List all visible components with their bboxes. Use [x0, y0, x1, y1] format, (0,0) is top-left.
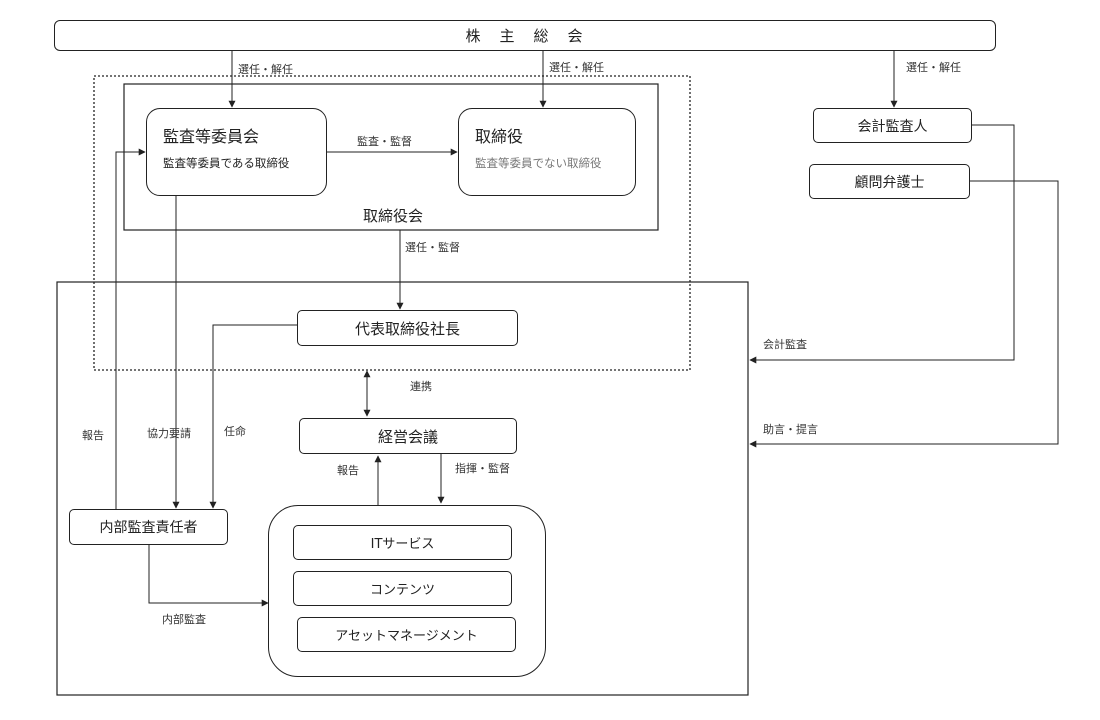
directors-box: 取締役 監査等委員でない取締役 [458, 108, 636, 196]
division-contents-label: コンテンツ [369, 583, 435, 598]
edge-label-appoint-dismiss-1: 選任・解任 [238, 63, 293, 76]
division-asset-management-label: アセットマネージメント [335, 629, 478, 644]
division-asset-management: アセットマネージメント [297, 617, 516, 652]
audit-committee-subtitle: 監査等委員である取締役 [163, 156, 290, 170]
arrow-appointment [209, 324, 297, 509]
division-it-services-label: ITサービス [370, 537, 435, 552]
company-frame [56, 281, 749, 696]
edge-label-internal-audit: 内部監査 [162, 613, 206, 626]
internal-audit-head-box: 内部監査責任者 [69, 509, 228, 545]
management-meeting-box: 経営会議 [299, 418, 517, 454]
arrow-internal-audit [148, 545, 269, 607]
arrow-advice-proposal [749, 180, 1059, 448]
board-inner-frame [123, 83, 659, 231]
edge-label-advice-proposal: 助言・提言 [763, 423, 818, 436]
board-label: 取締役会 [363, 207, 424, 225]
division-contents: コンテンツ [293, 571, 512, 606]
edge-label-report-1: 報告 [82, 429, 104, 442]
shareholders-meeting-label: 株 主 総 会 [465, 27, 585, 45]
edge-label-appoint-dismiss-3: 選任・解任 [906, 61, 961, 74]
directors-title: 取締役 [475, 127, 524, 146]
edge-label-audit-supervise: 監査・監督 [357, 135, 412, 148]
edge-label-appointment: 任命 [224, 425, 246, 438]
edge-label-direct-supervise: 指揮・監督 [455, 462, 510, 475]
directors-subtitle: 監査等委員でない取締役 [475, 156, 602, 170]
edge-label-accounting-audit: 会計監査 [763, 338, 807, 351]
edge-label-report-2: 報告 [337, 464, 359, 477]
legal-advisor-label: 顧問弁護士 [854, 174, 925, 191]
internal-audit-head-label: 内部監査責任者 [99, 520, 198, 536]
accounting-auditor-box: 会計監査人 [813, 108, 972, 143]
accounting-auditor-label: 会計監査人 [857, 118, 928, 135]
legal-advisor-box: 顧問弁護士 [809, 164, 970, 199]
arrow-report-to-audit-committee [115, 148, 146, 509]
board-frame [93, 75, 691, 371]
division-it-services: ITサービス [293, 525, 512, 560]
audit-committee-title: 監査等委員会 [163, 127, 260, 146]
edge-label-appoint-dismiss-2: 選任・解任 [549, 61, 604, 74]
audit-committee-box: 監査等委員会 監査等委員である取締役 [146, 108, 327, 196]
shareholders-meeting-box: 株 主 総 会 [54, 20, 996, 51]
edge-label-cooperation-request: 協力要請 [147, 427, 191, 440]
arrow-accounting-audit [749, 124, 1015, 364]
president-label: 代表取締役社長 [354, 319, 460, 338]
edge-label-cooperation: 連携 [410, 380, 432, 393]
edge-label-appoint-supervise: 選任・監督 [405, 241, 460, 254]
president-box: 代表取締役社長 [297, 310, 518, 346]
management-meeting-label: 経営会議 [377, 427, 438, 446]
